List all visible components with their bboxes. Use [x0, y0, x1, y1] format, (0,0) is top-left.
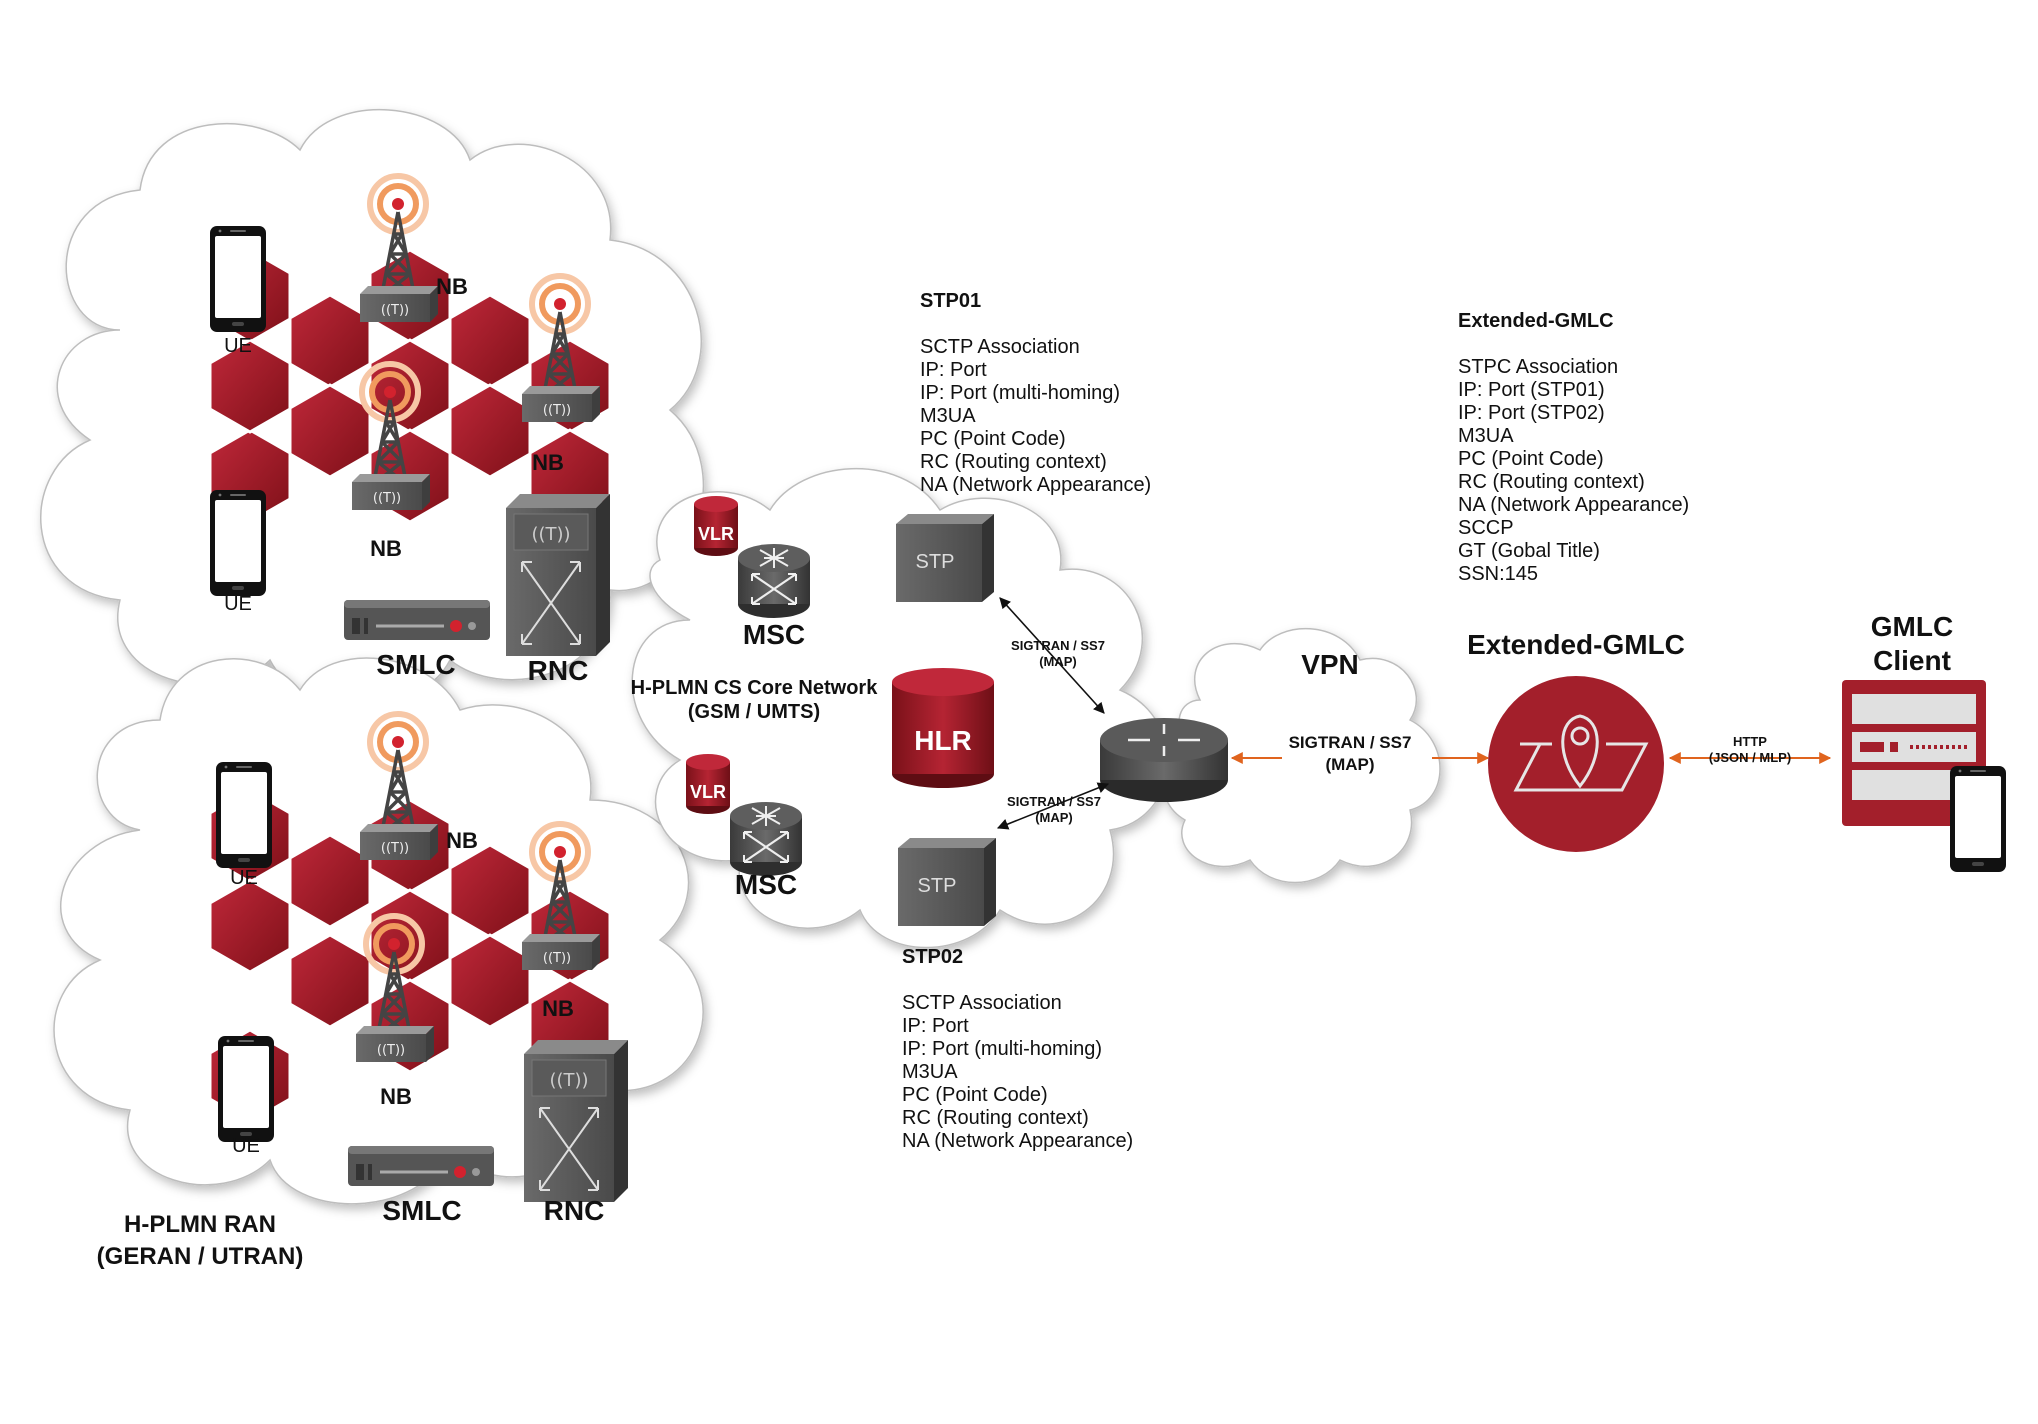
- ran-caption-line2: (GERAN / UTRAN): [97, 1243, 304, 1270]
- gmlc-info-line: IP: Port (STP02): [1458, 402, 1605, 424]
- stp01-info-line: SCTP Association: [920, 336, 1080, 358]
- stp02-info-title: STP02: [902, 946, 964, 968]
- gmlc-info-block: Extended-GMLC STPC Association IP: Port …: [1458, 310, 1689, 586]
- stp01-info-line: PC (Point Code): [920, 428, 1066, 450]
- ran-top-ue-label-1: UE: [224, 335, 252, 357]
- stp01-info-line: NA (Network Appearance): [920, 474, 1152, 496]
- msc-top-label: MSC: [743, 619, 805, 650]
- stp01-info-line: M3UA: [920, 405, 976, 427]
- ran-top-rnc-device: [505, 493, 611, 657]
- stp01-info-line: RC (Routing context): [920, 451, 1107, 473]
- stp02-info-line: SCTP Association: [902, 992, 1062, 1014]
- stp02-info-line: IP: Port: [902, 1015, 969, 1037]
- stp02-info-line: IP: Port (multi-homing): [902, 1038, 1103, 1060]
- stp02-info-line: M3UA: [902, 1061, 958, 1083]
- gmlc-info-line: RC (Routing context): [1458, 471, 1645, 493]
- vpn-link-label-line2: (MAP): [1325, 755, 1374, 774]
- stp02-info-line: PC (Point Code): [902, 1084, 1048, 1106]
- link-top-label-line2: (MAP): [1039, 654, 1077, 669]
- ran-bottom-smlc-label: SMLC: [382, 1195, 461, 1226]
- gmlc-info-line: SCCP: [1458, 517, 1514, 539]
- ran-top-smlc-device: [342, 598, 492, 642]
- link-bottom-label-line2: (MAP): [1035, 810, 1073, 825]
- gmlc-info-line: M3UA: [1458, 425, 1514, 447]
- ran-bottom-rnc-device: [523, 1039, 629, 1203]
- msc-top-icon: [736, 542, 812, 620]
- ran-bottom-ue-phone-2: [218, 1036, 274, 1142]
- ran-caption-line1: H-PLMN RAN: [124, 1211, 276, 1238]
- ran-top-ue-phone-1: [210, 226, 266, 332]
- hlr-label: HLR: [914, 725, 972, 756]
- router-icon: [1100, 718, 1228, 802]
- stp02-info-block: STP02 SCTP Association IP: Port IP: Port…: [902, 946, 1133, 1153]
- http-label-line1: HTTP: [1733, 734, 1767, 749]
- ran-top-rnc-label: RNC: [528, 655, 589, 686]
- vlr-bottom-label: VLR: [690, 782, 726, 802]
- gmlc-info-line: GT (Gobal Title): [1458, 540, 1600, 562]
- hlr-icon: [892, 668, 994, 788]
- client-label-line2: Client: [1873, 645, 1951, 676]
- vpn-link-label-line1: SIGTRAN / SS7: [1289, 733, 1412, 752]
- ran-top-nb-label-1: NB: [436, 274, 468, 299]
- gmlc-info-title: Extended-GMLC: [1458, 310, 1614, 332]
- core-title-line2: (GSM / UMTS): [688, 701, 820, 723]
- client-phone-icon: [1950, 766, 2006, 872]
- link-bottom-label-line1: SIGTRAN / SS7: [1007, 794, 1101, 809]
- ran-bottom-nb-label-1: NB: [446, 828, 478, 853]
- gmlc-label: Extended-GMLC: [1467, 629, 1685, 660]
- stp01-info-line: IP: Port: [920, 359, 987, 381]
- gmlc-info-line: IP: Port (STP01): [1458, 379, 1605, 401]
- ran-bottom-smlc-device: [346, 1144, 496, 1188]
- ran-bottom-nb-label-2: NB: [542, 996, 574, 1021]
- stp02-box-label: STP: [918, 875, 957, 897]
- gmlc-info-line: SSN:145: [1458, 563, 1539, 585]
- ran-bottom-ue-label-1: UE: [230, 867, 258, 889]
- ran-bottom-rnc-label: RNC: [544, 1195, 605, 1226]
- stp01-info-block: STP01 SCTP Association IP: Port IP: Port…: [920, 290, 1151, 497]
- stp02-info-line: NA (Network Appearance): [902, 1130, 1134, 1152]
- gmlc-info-line: NA (Network Appearance): [1458, 494, 1690, 516]
- msc-bottom-label: MSC: [735, 869, 797, 900]
- core-title-line1: H-PLMN CS Core Network: [631, 677, 879, 699]
- ran-top-nb-label-3: NB: [370, 536, 402, 561]
- ran-top-nb-label-2: NB: [532, 450, 564, 475]
- gmlc-map-pin-icon: [1488, 676, 1664, 852]
- link-top-label-line1: SIGTRAN / SS7: [1011, 638, 1105, 653]
- client-label-line1: GMLC: [1871, 611, 1953, 642]
- stp01-box-label: STP: [916, 551, 955, 573]
- ran-top-ue-label-2: UE: [224, 593, 252, 615]
- ran-top-smlc-label: SMLC: [376, 649, 455, 680]
- stp01-router-link: [999, 597, 1105, 714]
- ran-bottom-nb-label-3: NB: [380, 1084, 412, 1109]
- vpn-label: VPN: [1301, 649, 1359, 680]
- gmlc-info-line: PC (Point Code): [1458, 448, 1604, 470]
- ran-bottom-ue-phone-1: [216, 762, 272, 868]
- vlr-top-label: VLR: [698, 524, 734, 544]
- stp02-info-line: RC (Routing context): [902, 1107, 1089, 1129]
- stp02-router-link: [996, 782, 1110, 830]
- stp01-info-line: IP: Port (multi-homing): [920, 382, 1121, 404]
- gmlc-info-line: STPC Association: [1458, 356, 1619, 378]
- ran-top-ue-phone-2: [210, 490, 266, 596]
- msc-bottom-icon: [728, 800, 804, 878]
- stp01-info-title: STP01: [920, 290, 982, 312]
- ran-bottom-ue-label-2: UE: [232, 1135, 260, 1157]
- http-label-line2: (JSON / MLP): [1709, 750, 1791, 765]
